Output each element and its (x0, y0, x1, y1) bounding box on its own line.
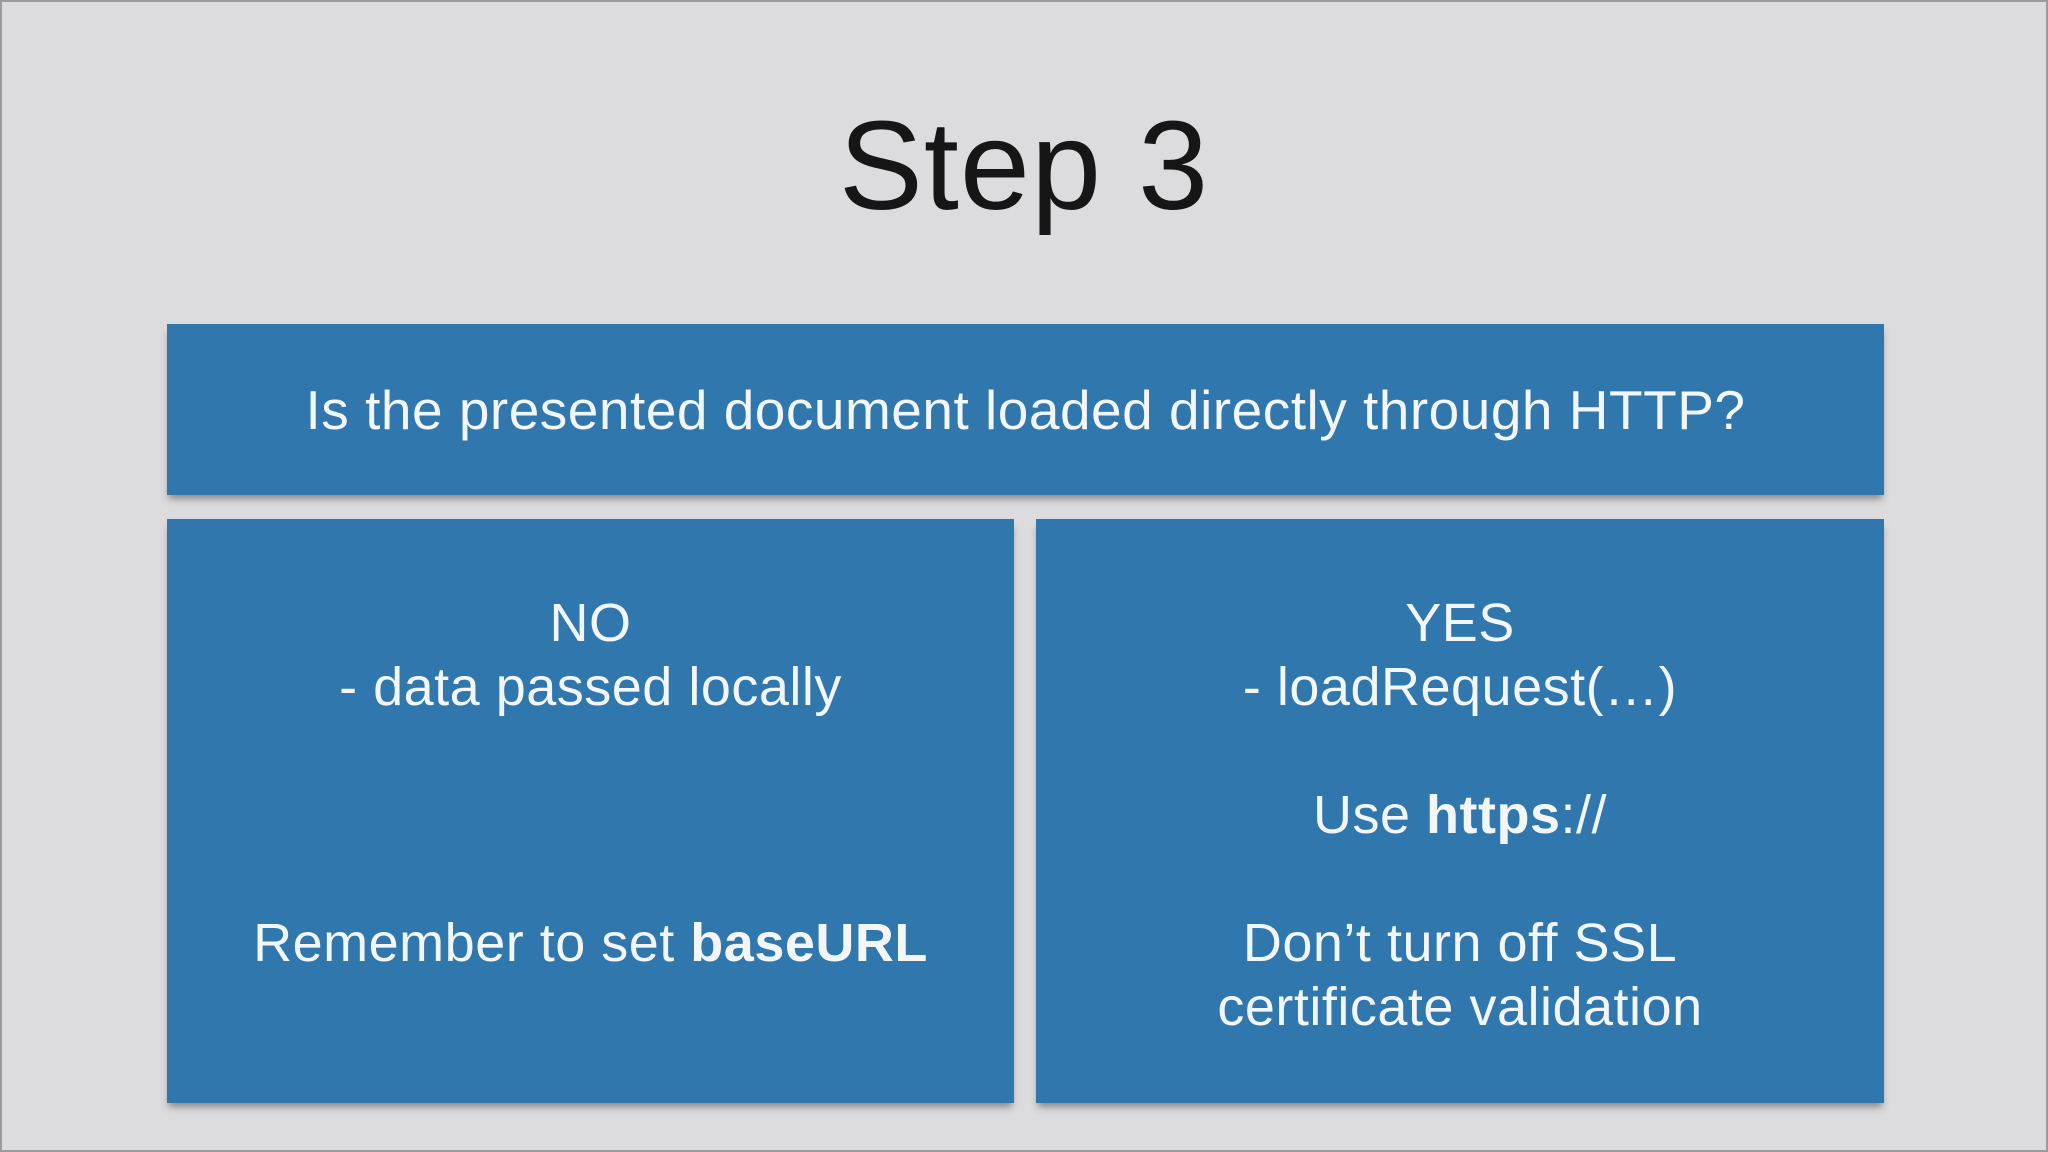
yes-use-https: Use https:// (1036, 783, 1884, 847)
yes-detail: - loadRequest(…) (1242, 657, 1678, 717)
yes-warning-line1: Don’t turn off SSL (1242, 913, 1678, 973)
slide-title: Step 3 (838, 95, 1210, 236)
use-bold: https (1426, 785, 1561, 845)
no-note-bold: baseURL (690, 913, 928, 973)
question-banner-text: Is the presented document loaded directl… (305, 378, 1746, 441)
blank-line (167, 847, 1014, 911)
blank-line (167, 783, 1014, 847)
no-heading: NO (549, 593, 632, 653)
yes-branch-box: YES - loadRequest(…) Use https:// Don’t … (1036, 519, 1884, 1103)
use-suffix: :// (1560, 785, 1608, 845)
blank-line (1036, 719, 1884, 783)
blank-line (1036, 847, 1884, 911)
no-note-prefix: Remember to set (253, 913, 691, 973)
no-detail: - data passed locally (339, 657, 842, 717)
no-branch-box: NO - data passed locally Remember to set… (167, 519, 1014, 1103)
yes-warning-line2: certificate validation (1217, 977, 1703, 1037)
no-note: Remember to set baseURL (167, 911, 1014, 975)
yes-heading: YES (1405, 593, 1515, 653)
question-banner: Is the presented document loaded directl… (167, 324, 1884, 495)
blank-line (167, 719, 1014, 783)
use-prefix: Use (1312, 785, 1427, 845)
